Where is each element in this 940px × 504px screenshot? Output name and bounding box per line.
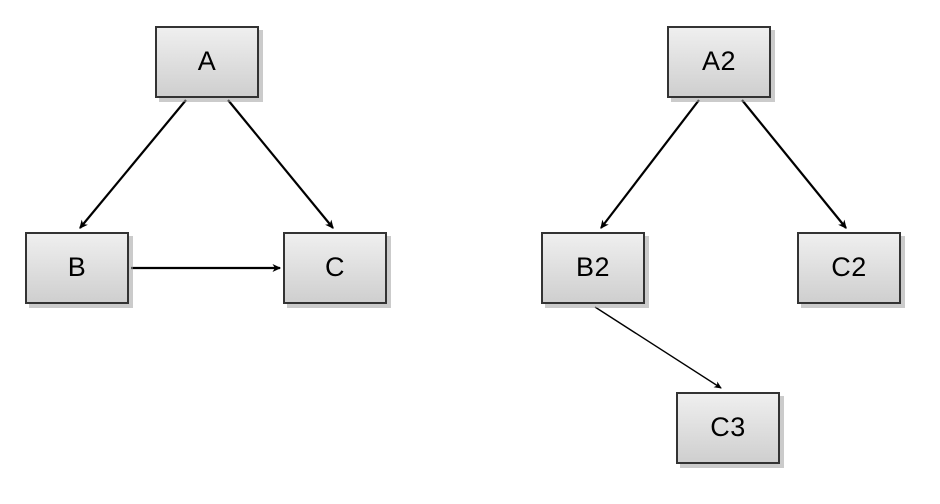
node-label-b2: B2 <box>575 251 611 282</box>
edge-a2-c2[interactable] <box>741 99 847 229</box>
node-a[interactable]: A <box>155 26 259 98</box>
node-b2[interactable]: B2 <box>541 232 645 304</box>
node-label-c3: C3 <box>710 411 746 442</box>
node-c2[interactable]: C2 <box>797 232 901 304</box>
edge-a-c[interactable] <box>227 99 334 229</box>
edge-a2-b2[interactable] <box>600 99 700 229</box>
edge-b2-c3[interactable] <box>594 306 722 389</box>
node-label-a: A <box>197 45 217 76</box>
node-label-c: C <box>325 251 345 282</box>
node-a2[interactable]: A2 <box>667 26 771 98</box>
node-label-c2: C2 <box>831 251 867 282</box>
edge-a-b[interactable] <box>79 99 187 229</box>
node-c[interactable]: C <box>283 232 387 304</box>
node-b[interactable]: B <box>25 232 129 304</box>
node-label-a2: A2 <box>701 45 737 76</box>
node-label-b: B <box>67 251 87 282</box>
node-c3[interactable]: C3 <box>676 392 780 464</box>
